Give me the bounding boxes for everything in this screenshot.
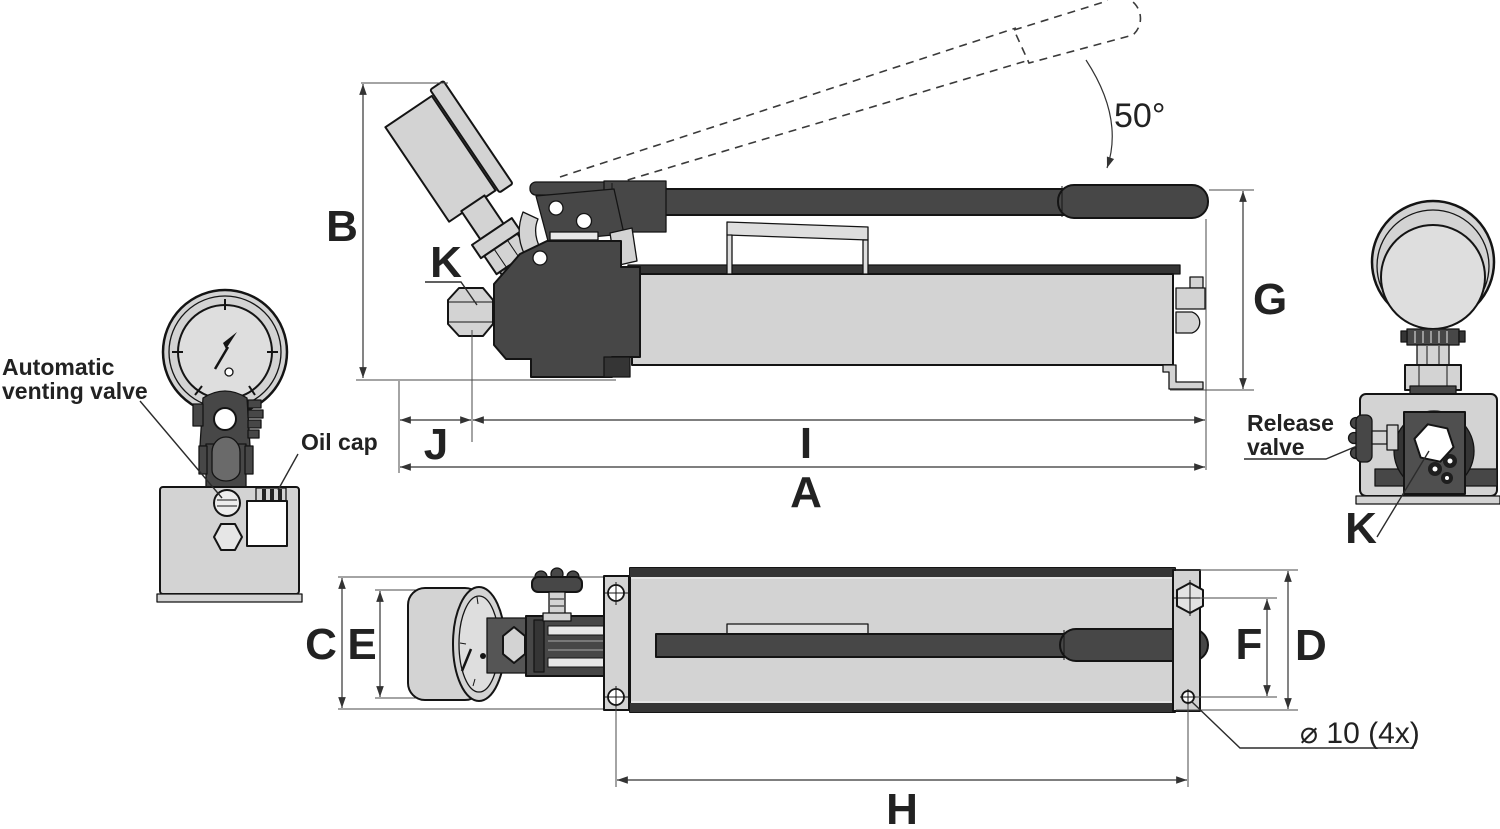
callout-oil-cap: Oil cap (301, 429, 378, 455)
leader-k-side (425, 281, 478, 306)
hex-coupler-k (447, 287, 494, 337)
label-h: H (886, 785, 918, 829)
top-view: C E (305, 567, 1420, 829)
label-d: D (1295, 621, 1327, 670)
carry-handle-side (726, 221, 869, 275)
hex-plug-front (213, 523, 243, 551)
callout-venting-line2: venting valve (2, 378, 148, 404)
gauge-needle-tip (223, 332, 237, 349)
angle-label: 50° (1114, 97, 1165, 135)
callout-release-line1: Release (1247, 410, 1334, 436)
hole-callout: ⌀ 10 (4x) (1300, 717, 1420, 750)
angle-arc-arrow (1085, 59, 1115, 169)
pressure-gauge-side (384, 80, 545, 298)
leader-venting (139, 400, 223, 499)
head-port-dot (532, 250, 548, 266)
leader-oil-cap (277, 453, 299, 491)
outlet-boss (1175, 311, 1201, 334)
side-view: 50° (326, 0, 1287, 517)
label-k-side: K (430, 238, 462, 287)
pressure-gauge-end (1370, 199, 1496, 330)
label-f: F (1236, 620, 1263, 669)
end-view: Release valve K (1244, 199, 1500, 553)
hinge-slot (549, 231, 599, 241)
raised-handle-dashed (559, 0, 1142, 197)
pump-handle-top (655, 628, 1209, 662)
gauge-needle-top (460, 648, 473, 672)
label-k-end: K (1345, 504, 1377, 553)
callout-release-line2: valve (1247, 434, 1305, 460)
label-e: E (347, 620, 376, 669)
label-i: I (800, 419, 812, 468)
gauge-ticks (172, 299, 278, 396)
mount-bracket-left (603, 575, 630, 711)
pump-body-front (156, 486, 303, 603)
foot-bracket (1162, 364, 1204, 390)
release-valve-knob (1347, 414, 1399, 463)
port-hex-k (1413, 423, 1455, 463)
hex-coupler-top (502, 626, 526, 664)
leader-hole-callout (1190, 700, 1414, 749)
clevis-pin-hole (575, 212, 593, 230)
label-a: A (790, 468, 822, 517)
pump-head-side (447, 180, 667, 378)
bolt-holes-end (1428, 454, 1457, 484)
label-b: B (326, 202, 358, 251)
pressure-gauge-front (161, 288, 289, 416)
reservoir-side (627, 264, 1206, 390)
leader-k-end (1376, 450, 1430, 538)
gauge-needle (213, 346, 230, 370)
handle-grip-top (1059, 628, 1209, 662)
carry-handle-top (726, 623, 869, 635)
front-view: Automatic venting valve Oil cap (2, 288, 378, 603)
label-j: J (424, 420, 448, 469)
callout-venting-line1: Automatic (2, 354, 115, 380)
label-c: C (305, 620, 337, 669)
pump-body-end (1347, 385, 1500, 505)
release-knob-top (531, 567, 583, 622)
handle-grip-side (1057, 184, 1209, 219)
pump-handle-side (655, 184, 1209, 219)
clevis-pin-hole (548, 200, 564, 216)
gauge-mount-front (192, 390, 264, 489)
oil-cap (246, 487, 288, 547)
gauge-pivot (224, 367, 234, 377)
leader-release (1244, 445, 1358, 460)
label-g: G (1253, 275, 1287, 324)
